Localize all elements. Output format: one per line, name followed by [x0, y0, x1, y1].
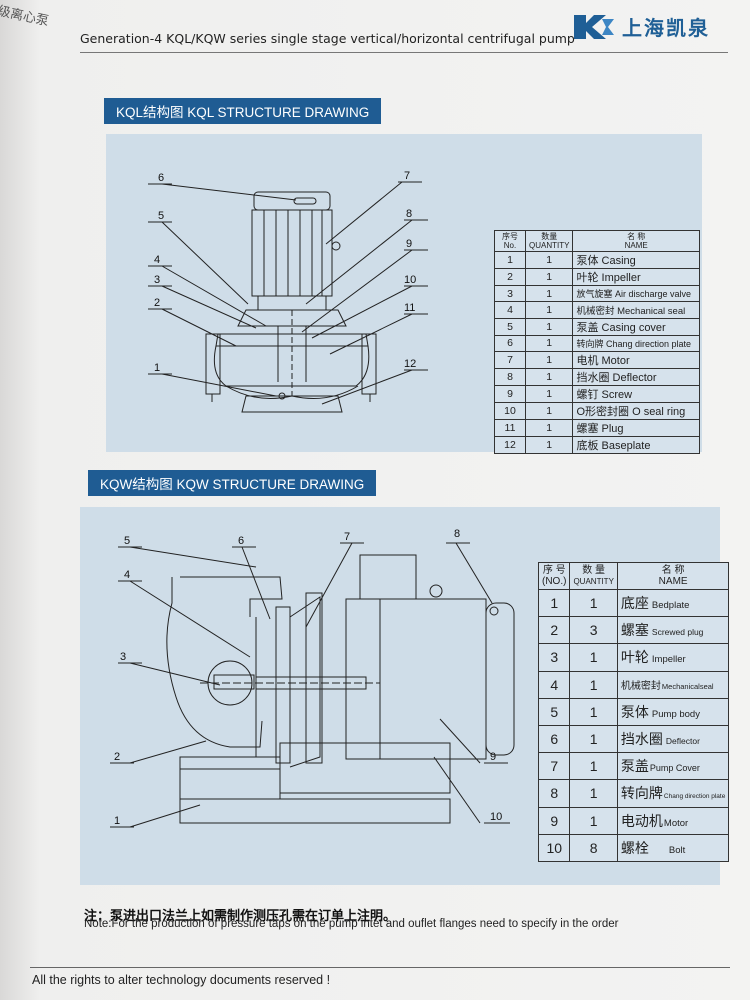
kql-label-12: 12: [404, 358, 416, 370]
kql-label-3: 3: [154, 274, 160, 286]
kql-label-5: 5: [158, 210, 164, 222]
kql-label-7: 7: [404, 170, 410, 182]
logo-text: 上海凯泉: [622, 16, 710, 40]
header-title: Generation-4 KQL/KQW series single stage…: [80, 31, 575, 46]
kql-label-2: 2: [154, 297, 160, 309]
kql-label-1: 1: [154, 362, 160, 374]
footer-divider: [30, 967, 730, 968]
kql-label-10: 10: [404, 274, 416, 286]
corner-fragment-text: 级离心泵: [0, 3, 51, 30]
kqw-label-1: 1: [114, 815, 120, 827]
kql-banner: KQL结构图 KQL STRUCTURE DRAWING: [104, 98, 382, 124]
footer-text: All the rights to alter technology docum…: [32, 973, 331, 987]
kqw-col-no-header: 序 号(NO.): [537, 562, 571, 590]
kqw-banner: KQW结构图 KQW STRUCTURE DRAWING: [88, 470, 377, 496]
kql-label-11: 11: [404, 302, 415, 314]
kqw-label-10: 10: [490, 811, 502, 823]
header-divider: [80, 52, 728, 53]
brand-logo: 上海凯泉: [572, 12, 710, 41]
kql-label-9: 9: [406, 238, 412, 250]
kql-label-6: 6: [158, 172, 164, 184]
kqw-label-9: 9: [490, 751, 496, 763]
kqw-label-8: 8: [454, 528, 460, 540]
kqw-label-5: 5: [124, 535, 130, 547]
kqw-label-6: 6: [238, 535, 244, 547]
kqw-label-3: 3: [120, 651, 126, 663]
kqw-structure-drawing: 5 4 3 2 1 6 7 8 9 10: [110, 528, 515, 828]
kql-label-8: 8: [406, 208, 412, 220]
kql-label-4: 4: [154, 254, 160, 266]
kqw-label-7: 7: [344, 531, 350, 543]
kqw-label-2: 2: [114, 751, 120, 763]
kqw-label-4: 4: [124, 569, 130, 581]
kql-structure-drawing: 6 5 4 3 2 1 7 8 9 10 11 12: [148, 170, 428, 413]
note-english: Note:For the production of pressure taps…: [84, 918, 619, 930]
kaiquan-logo-icon: [574, 14, 614, 39]
note-chinese: 注：泵进出口法兰上如需制作测压孔需在订单上注明。: [84, 909, 397, 924]
